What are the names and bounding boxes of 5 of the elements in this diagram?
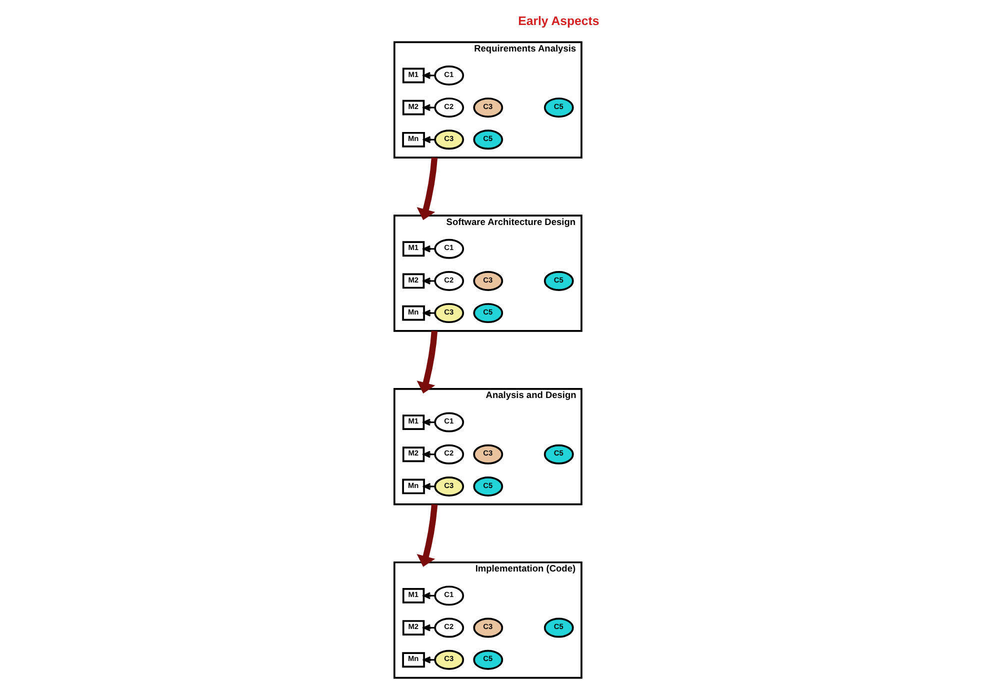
arrow [416,504,438,567]
arrow [423,72,436,80]
arrow [416,157,438,220]
label: Early Aspects [518,14,600,28]
arrow [416,330,438,394]
